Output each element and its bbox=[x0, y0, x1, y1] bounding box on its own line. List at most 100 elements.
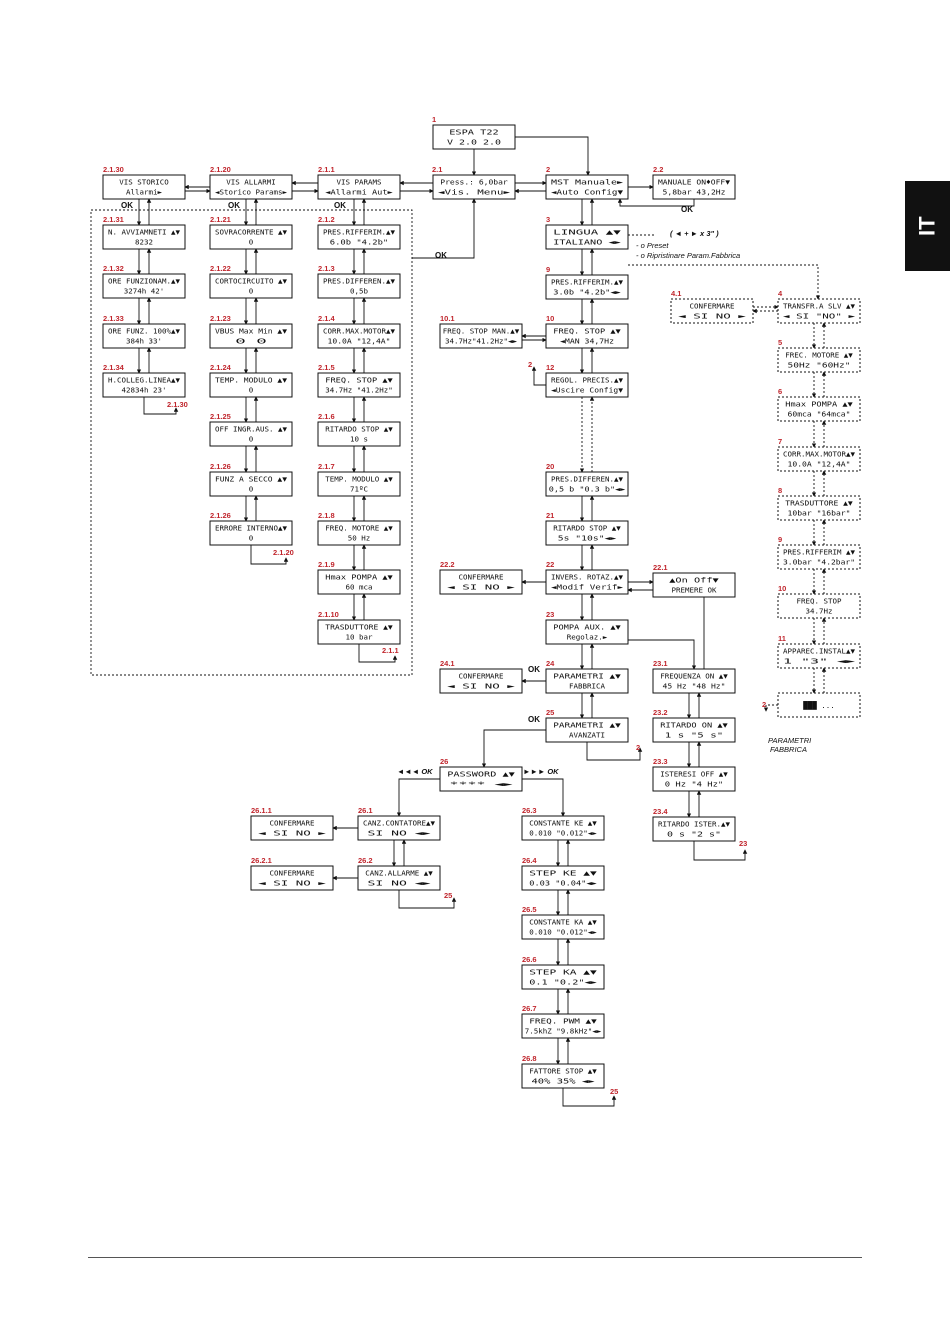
lcd-line: VIS STORICO bbox=[119, 178, 169, 187]
lcd-frame bbox=[432, 174, 516, 200]
lcd-box-26-1-1: CONFERMARE◄ SI NO ► bbox=[250, 815, 334, 841]
connector bbox=[531, 366, 546, 386]
lcd-frame bbox=[209, 372, 293, 398]
lcd-line: 6.0b "4.2b" bbox=[330, 238, 389, 247]
lcd-line: CANZ.CONTATORE▲▼ bbox=[363, 819, 436, 828]
step-label: 2.1.26 bbox=[210, 462, 231, 471]
lcd-frame bbox=[317, 619, 401, 645]
lcd-line: FATTORE STOP ▲▼ bbox=[529, 1067, 597, 1076]
lcd-line: ◄ SI NO ► bbox=[447, 583, 515, 592]
lcd-line: CORR.MAX.MOTOR▲▼ bbox=[783, 450, 856, 459]
step-label: 23.4 bbox=[653, 807, 668, 816]
lcd-line: CONFERMARE bbox=[270, 869, 315, 878]
preset-note: - o Preset bbox=[636, 241, 669, 250]
lcd-frame bbox=[317, 273, 401, 299]
lcd-line: 0.010 "0.012"◄► bbox=[529, 829, 597, 838]
lcd-frame bbox=[652, 816, 736, 842]
lcd-box-24: PARAMETRI ▲▼FABBRICA bbox=[545, 668, 629, 694]
lcd-frame bbox=[521, 815, 605, 841]
lcd-box-2b: ███ ... bbox=[777, 692, 861, 718]
lcd-frame bbox=[209, 174, 293, 200]
step-label: 11 bbox=[778, 634, 786, 643]
step-label: 25 bbox=[546, 708, 554, 717]
lcd-frame bbox=[652, 766, 736, 792]
step-label: 2.1.34 bbox=[103, 363, 125, 372]
step-label: 10 bbox=[778, 584, 786, 593]
step-label: 2.2 bbox=[653, 165, 663, 174]
ok-label: OK bbox=[528, 715, 540, 724]
lcd-box-23-1: FREQUENZA ON ▲▼45 Hz "48 Hz" bbox=[652, 668, 736, 694]
lcd-box-26-4: STEP KE ▲▼0.03 "0.04"◄► bbox=[521, 865, 605, 891]
lcd-line: ███ ... bbox=[802, 701, 835, 710]
language-tab: IT bbox=[905, 181, 950, 271]
factory-note-line2: FABBRICA bbox=[770, 745, 807, 754]
lcd-frame bbox=[102, 323, 186, 349]
lcd-box-20: PRES.DIFFEREN.▲▼0,5 b "0.3 b"◄► bbox=[545, 471, 629, 497]
lcd-frame bbox=[209, 323, 293, 349]
lcd-line: FREQ. PWM ▲▼ bbox=[529, 1017, 597, 1026]
connector bbox=[396, 778, 440, 817]
lcd-line: Hmax POMPA ▲▼ bbox=[325, 573, 393, 582]
step-label: 23.1 bbox=[653, 659, 668, 668]
step-label: 9 bbox=[778, 535, 782, 544]
lcd-frame bbox=[250, 815, 334, 841]
lcd-frame bbox=[545, 471, 629, 497]
lcd-box-8: TRASDUTTORE ▲▼10bar "16bar" bbox=[777, 495, 861, 521]
step-label: 22 bbox=[546, 560, 554, 569]
lcd-box-22-2: CONFERMARE◄ SI NO ► bbox=[439, 569, 523, 595]
lcd-box-2-1-6: RITARDO STOP ▲▼10 s bbox=[317, 421, 401, 447]
lcd-box-2-1-10: TRASDUTTORE ▲▼10 bar bbox=[317, 619, 401, 645]
lcd-box-23-2: RITARDO ON ▲▼1 s "5 s" bbox=[652, 717, 736, 743]
lcd-box-2-1-5: FREQ. STOP ▲▼34.7Hz "41.2Hz" bbox=[317, 372, 401, 398]
step-label: 25 bbox=[444, 891, 452, 900]
lcd-frame bbox=[317, 372, 401, 398]
lcd-frame bbox=[652, 174, 736, 200]
step-label: 4 bbox=[778, 289, 783, 298]
lcd-box-26-2: CANZ.ALLARME ▲▼SI NO ◄► bbox=[357, 865, 441, 891]
step-label: 2.1.6 bbox=[318, 412, 335, 421]
lcd-line: POMPA AUX. ▲▼ bbox=[553, 623, 621, 632]
lcd-box-9b: PRES.RIFFERIM ▲▼3.0bar "4.2bar" bbox=[777, 544, 861, 570]
lcd-line: CONFERMARE bbox=[690, 302, 735, 311]
connector bbox=[628, 264, 821, 300]
lcd-frame bbox=[102, 273, 186, 299]
lcd-line: 0 s "2 s" bbox=[667, 830, 721, 839]
lcd-frame bbox=[439, 323, 523, 349]
lcd-line: PARAMETRI ▲▼ bbox=[553, 672, 621, 681]
step-label: 2.1.20 bbox=[210, 165, 231, 174]
lcd-frame bbox=[439, 569, 523, 595]
lcd-line: 45 Hz "48 Hz" bbox=[663, 682, 726, 691]
back-three-note: ◄◄◄ OK bbox=[397, 767, 433, 776]
lcd-box-2-1-22: CORTOCIRCUITO ▲▼0 bbox=[209, 273, 293, 299]
lcd-frame bbox=[432, 124, 516, 150]
lcd-box-2-1-34: H.COLLEG.LINEA▲▼42834h 23' bbox=[102, 372, 186, 398]
step-label: 4.1 bbox=[671, 289, 681, 298]
lcd-line: 7.5khZ "9.8kHz"◄► bbox=[525, 1027, 602, 1036]
lcd-frame bbox=[545, 372, 629, 398]
connector bbox=[522, 778, 566, 817]
lcd-frame bbox=[545, 174, 629, 200]
lcd-line: 0.010 "0.012"◄► bbox=[529, 928, 597, 937]
lcd-box-2-1-7: TEMP. MODULO ▲▼71ºC bbox=[317, 471, 401, 497]
language-tab-label: IT bbox=[914, 216, 940, 236]
lcd-frame bbox=[777, 347, 861, 373]
step-label: 6 bbox=[778, 387, 782, 396]
lcd-box-23-3: ISTERESI OFF ▲▼0 Hz "4 Hz" bbox=[652, 766, 736, 792]
lcd-box-5: FREC. MOTORE ▲▼50Hz "60Hz" bbox=[777, 347, 861, 373]
lcd-box-26-5: CONSTANTE KA ▲▼0.010 "0.012"◄► bbox=[521, 914, 605, 940]
lcd-frame bbox=[545, 323, 629, 349]
connector bbox=[693, 841, 748, 861]
lcd-line: CONSTANTE KE ▲▼ bbox=[529, 819, 597, 828]
lcd-box-2: MST Manuale►◄Auto Config▼ bbox=[545, 174, 629, 200]
lcd-line: PRES.RIFFERIM ▲▼ bbox=[783, 548, 856, 557]
connector-lines bbox=[90, 136, 827, 1107]
lcd-frame bbox=[777, 643, 861, 669]
step-label: 2.1.25 bbox=[210, 412, 231, 421]
lcd-box-26-3: CONSTANTE KE ▲▼0.010 "0.012"◄► bbox=[521, 815, 605, 841]
step-label: 2.1.1 bbox=[318, 165, 335, 174]
lcd-box-4-1: CONFERMARE◄ SI NO ► bbox=[670, 298, 754, 324]
lcd-frame bbox=[317, 520, 401, 546]
lcd-line: Allarmi► bbox=[126, 188, 163, 197]
lcd-line: FABBRICA bbox=[569, 682, 606, 691]
lcd-line: 0 0 bbox=[235, 337, 267, 346]
